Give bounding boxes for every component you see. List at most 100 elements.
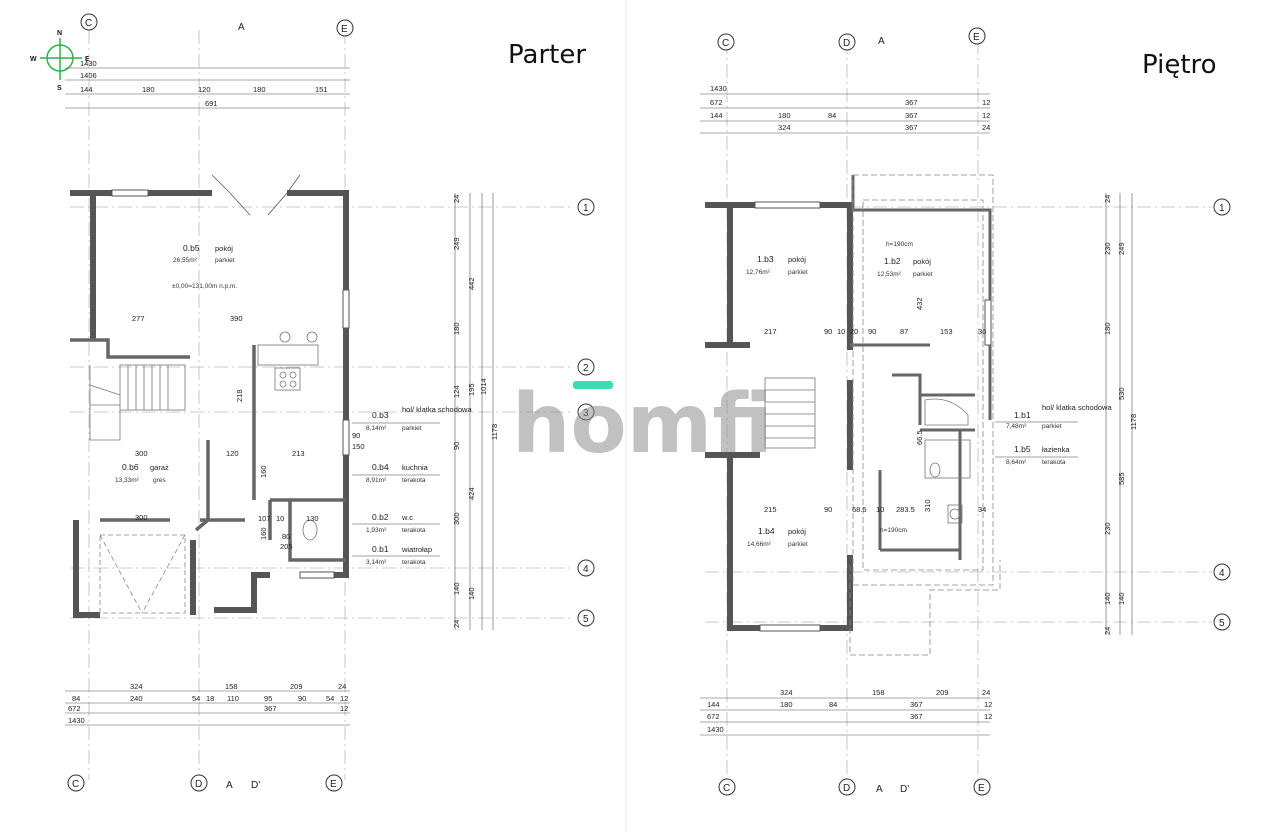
- ground-axis-e-bottom: E: [330, 779, 337, 790]
- ground-inner-dim-160a: 160: [259, 465, 268, 478]
- ground-top-dim-144: 144: [80, 85, 93, 94]
- ground-axis-4: 4: [583, 564, 589, 575]
- ground-axis-bubbles: [67, 13, 595, 792]
- upper-top-dim-24: 24: [982, 123, 990, 132]
- svg-text:pokój: pokój: [215, 244, 233, 253]
- ground-right-dim-140a: 140: [452, 582, 461, 595]
- ground-floor-plan: C E C D E 1 2 3 4 5 A A D': [65, 13, 595, 792]
- ground-right-dim-24: 24: [452, 195, 461, 203]
- upper-inner-dim-87: 87: [900, 327, 908, 336]
- ground-right-dim-24b: 24: [452, 620, 461, 628]
- ground-axis-c-top: C: [85, 18, 92, 29]
- svg-text:1.b4: 1.b4: [758, 526, 775, 536]
- room-label-0b2: 0.b2 w.c 1,93m² terakota: [366, 512, 426, 534]
- svg-text:garaż: garaż: [150, 463, 169, 472]
- ground-bot-dim-18: 18: [206, 694, 214, 703]
- upper-bot-dim-12a: 12: [984, 700, 992, 709]
- room-label-0b5: 0.b5 pokój 26,55m² parkiet: [173, 243, 235, 264]
- ground-inner-dim-277: 277: [132, 314, 145, 323]
- svg-text:parkiet: parkiet: [788, 269, 808, 276]
- ground-top-dim-691: 691: [205, 99, 218, 108]
- watermark-text: homfi: [512, 377, 773, 472]
- room-label-1b4: 1.b4 pokój 14,66m² parkiet: [747, 526, 808, 548]
- upper-top-dim-1430: 1430: [710, 84, 727, 93]
- room-label-0b3: 0.b3 hol/ klatka schodowa 8,14m² parkiet: [366, 405, 472, 432]
- compass-icon: N S W E: [30, 30, 90, 92]
- svg-text:parkiet: parkiet: [402, 425, 422, 432]
- svg-text:13,33m²: 13,33m²: [115, 477, 140, 484]
- svg-text:0.b5: 0.b5: [183, 243, 200, 253]
- upper-top-dim-180: 180: [778, 111, 791, 120]
- svg-text:parkiet: parkiet: [913, 271, 933, 278]
- upper-right-dim-1178: 1178: [1129, 414, 1138, 430]
- svg-text:wiatrołap: wiatrołap: [401, 545, 432, 554]
- upper-inner-dim-20: 20: [850, 327, 858, 336]
- svg-text:hol/ klatka schodowa: hol/ klatka schodowa: [402, 405, 472, 414]
- upper-bot-dim-24: 24: [982, 688, 990, 697]
- room-label-0b1: 0.b1 wiatrołap 3,14m² terakota: [366, 544, 432, 566]
- upper-floor-title: Piętro: [1142, 50, 1217, 80]
- svg-text:pokój: pokój: [913, 257, 931, 266]
- upper-axis-d-top: D: [843, 38, 850, 49]
- ground-section-a-bottom: A: [226, 780, 233, 791]
- upper-inner-dim-66-5: 66.5: [915, 430, 924, 445]
- upper-inner-dim-10b: 10: [876, 505, 884, 514]
- ground-bot-dim-367: 367: [264, 704, 277, 713]
- upper-bot-dim-12b: 12: [984, 712, 992, 721]
- upper-top-dim-367a: 367: [905, 98, 918, 107]
- upper-top-dim-144: 144: [710, 111, 723, 120]
- upper-right-dim-24: 24: [1103, 195, 1112, 203]
- ground-inner-dim-213: 213: [292, 449, 305, 458]
- ground-bot-dim-84: 84: [72, 694, 80, 703]
- upper-top-dim-12a: 12: [982, 98, 990, 107]
- ground-bot-dim-12b: 12: [340, 704, 348, 713]
- ground-inner-dim-80: 80: [282, 532, 290, 541]
- upper-inner-dim-90a: 90: [824, 327, 832, 336]
- upper-bot-dim-158: 158: [872, 688, 885, 697]
- upper-right-dim-230a: 230: [1103, 242, 1112, 255]
- upper-section-a-bottom: A: [876, 784, 883, 795]
- ground-bot-dim-672: 672: [68, 704, 81, 713]
- compass-n-label: N: [57, 30, 62, 37]
- ground-bot-dim-54b: 54: [326, 694, 334, 703]
- svg-text:gres: gres: [153, 477, 166, 484]
- ground-right-dim-180: 180: [452, 322, 461, 335]
- svg-text:0.b4: 0.b4: [372, 462, 389, 472]
- upper-inner-dim-283-5: 283.5: [896, 505, 915, 514]
- upper-axis-e-top: E: [973, 32, 980, 43]
- svg-text:w.c: w.c: [401, 513, 413, 522]
- upper-bot-dim-209: 209: [936, 688, 949, 697]
- upper-inner-dim-310: 310: [923, 499, 932, 512]
- ground-inner-dim-390: 390: [230, 314, 243, 323]
- watermark-accent-bar: [573, 381, 613, 389]
- upper-bot-dim-324: 324: [780, 688, 793, 697]
- ground-inner-dim-10: 10: [276, 514, 284, 523]
- ground-inner-dim-160b: 160: [259, 527, 268, 540]
- ground-top-dim-1406: 1406: [80, 71, 97, 80]
- ground-top-dim-1430: 1430: [80, 59, 97, 68]
- upper-top-dim-324: 324: [778, 123, 791, 132]
- room-label-0b6: 0.b6 garaż 13,33m² gres: [115, 462, 169, 484]
- ground-top-dim-120: 120: [198, 85, 211, 94]
- svg-text:8,14m²: 8,14m²: [366, 425, 387, 432]
- svg-text:1.b2: 1.b2: [884, 256, 901, 266]
- svg-text:pokój: pokój: [788, 255, 806, 264]
- ground-bot-dim-54a: 54: [192, 694, 200, 703]
- upper-bot-dim-144: 144: [707, 700, 720, 709]
- ground-inner-dim-205: 205: [280, 542, 293, 551]
- ground-bot-dim-110: 110: [227, 694, 239, 703]
- svg-text:parkiet: parkiet: [215, 257, 235, 264]
- svg-text:0.b2: 0.b2: [372, 512, 389, 522]
- ground-floor-title: Parter: [508, 40, 587, 70]
- ground-axis-d-bottom: D: [195, 779, 202, 790]
- svg-text:terakota: terakota: [1042, 459, 1066, 466]
- svg-text:terakota: terakota: [402, 527, 426, 534]
- ground-right-dim-90: 90: [452, 442, 461, 450]
- svg-text:8,91m²: 8,91m²: [366, 477, 387, 484]
- svg-text:0.b3: 0.b3: [372, 410, 389, 420]
- ground-right-dim-195: 195: [467, 383, 476, 396]
- ground-axis-e-top: E: [341, 24, 348, 35]
- ground-bot-dim-324: 324: [130, 682, 143, 691]
- upper-inner-dim-217: 217: [764, 327, 777, 336]
